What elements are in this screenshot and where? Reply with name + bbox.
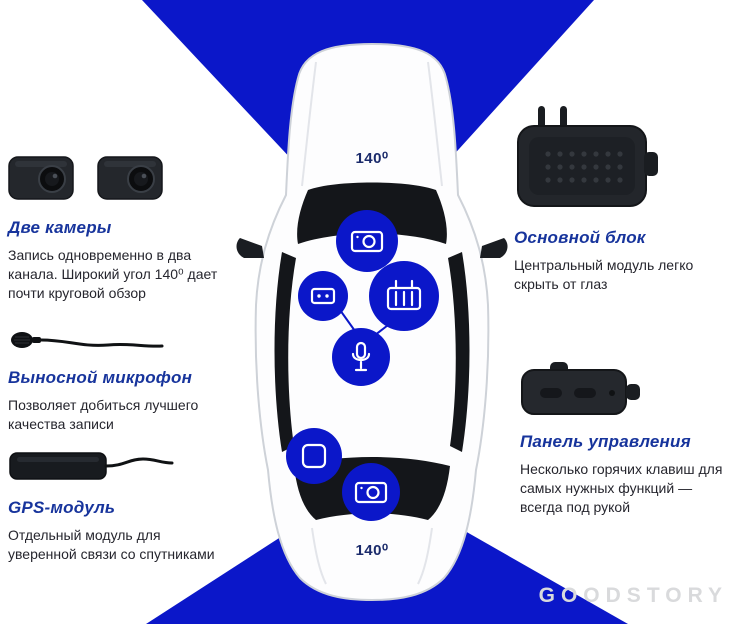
- main-unit-icon: [386, 279, 422, 311]
- store-watermark: GOODSTORY: [538, 584, 728, 607]
- microphone-icon: [351, 341, 371, 372]
- control-panel-icon: [310, 287, 336, 305]
- microphone-illustration: [11, 332, 164, 348]
- feature-title: Две камеры: [8, 218, 112, 237]
- marker-front-camera: [336, 210, 398, 272]
- feature-description: Центральный модуль легко скрыть от глаз: [514, 257, 694, 292]
- feature-main-unit: Основной блок Центральный модуль легко с…: [514, 104, 736, 294]
- feature-description: Запись одновременно в два канала. Широки…: [8, 247, 218, 301]
- feature-description: Позволяет добиться лучшего качества запи…: [8, 397, 199, 432]
- marker-control-panel: [298, 271, 348, 321]
- two-cameras-illustration: [8, 156, 163, 200]
- marker-rear-camera: [342, 463, 400, 521]
- control-panel-illustration: [521, 362, 640, 415]
- gps-icon: [301, 443, 327, 469]
- fov-angle-label-rear: 140⁰: [355, 542, 389, 559]
- marker-main-unit: [369, 261, 439, 331]
- feature-title: GPS-модуль: [8, 498, 116, 517]
- main-unit-illustration: [517, 106, 658, 207]
- feature-microphone: Выносной микрофон Позволяет добиться луч…: [8, 326, 228, 434]
- marker-gps: [286, 428, 342, 484]
- feature-control-panel: Панель управления Несколько горячих клав…: [520, 360, 736, 516]
- feature-title: Выносной микрофон: [8, 368, 193, 387]
- feature-description: Несколько горячих клавиш для самых нужны…: [520, 461, 723, 515]
- front-camera-icon: [350, 230, 384, 253]
- feature-gps-module: GPS-модуль Отдельный модуль для уверенно…: [8, 446, 223, 564]
- rear-camera-icon: [354, 481, 388, 504]
- feature-title: Основной блок: [514, 228, 646, 247]
- feature-description: Отдельный модуль для уверенной связи со …: [8, 527, 215, 562]
- feature-two-cameras: Две камеры Запись одновременно в два кан…: [8, 150, 240, 302]
- feature-title: Панель управления: [520, 432, 691, 451]
- marker-microphone: [332, 328, 390, 386]
- gps-module-illustration: [9, 452, 174, 480]
- fov-angle-label-front: 140⁰: [355, 150, 389, 167]
